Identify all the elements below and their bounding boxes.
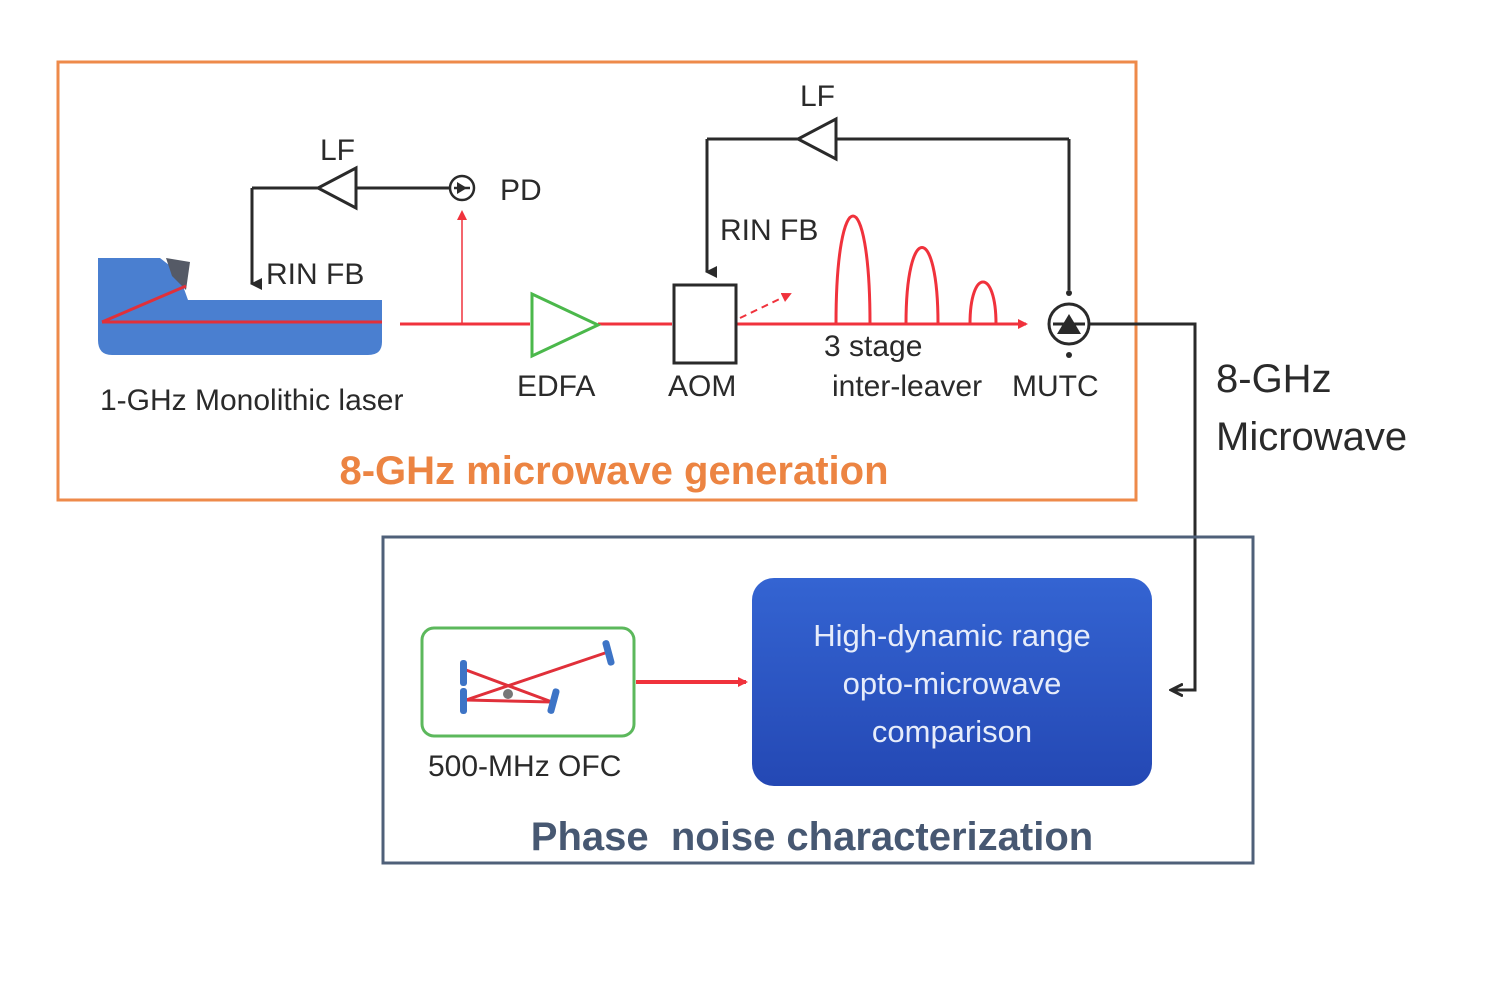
- lf-left-amplifier-icon: [314, 165, 358, 211]
- lf-left-label: LF: [320, 134, 355, 167]
- monolithic-laser-icon: [98, 258, 382, 355]
- lf-right-amplifier-icon: [794, 116, 838, 162]
- interleaver-label-line1: 3 stage: [824, 330, 922, 363]
- edfa-label: EDFA: [517, 370, 595, 403]
- ofc-frame: [420, 626, 636, 738]
- rin-fb-left-label: RIN FB: [266, 258, 364, 291]
- interleaver-pulses-icon: [834, 214, 998, 325]
- mutc-label: MUTC: [1012, 370, 1099, 403]
- microwave-output-label-line1: 8-GHz: [1216, 357, 1332, 401]
- laser-label: 1-GHz Monolithic laser: [100, 384, 403, 417]
- photodiode-icon: [448, 174, 476, 202]
- microwave-output-label-line2: Microwave: [1216, 415, 1407, 459]
- comparison-box: [752, 578, 1152, 786]
- characterization-frame: [381, 535, 1255, 865]
- rin-fb-right-label: RIN FB: [720, 214, 818, 247]
- aom-icon: [672, 283, 738, 365]
- aom-diffracted-beam: [739, 292, 792, 319]
- ofc-cavity-icon: [460, 640, 615, 714]
- ofc-label: 500-MHz OFC: [428, 750, 621, 783]
- comparison-label-line2: opto-microwave: [843, 666, 1062, 701]
- pd-label: PD: [500, 174, 542, 207]
- lf-right-label: LF: [800, 80, 835, 113]
- edfa-amplifier-icon: [530, 291, 602, 359]
- characterization-title: Phase noise characterization: [531, 815, 1093, 859]
- generation-title: 8-GHz microwave generation: [339, 449, 888, 493]
- comparison-label-line1: High-dynamic range: [813, 618, 1090, 653]
- comparison-label-line3: comparison: [872, 714, 1032, 749]
- microwave-output-path: [1090, 322, 1197, 690]
- mutc-photodiode-icon: [1047, 290, 1091, 358]
- interleaver-label-line2: inter-leaver: [832, 370, 982, 403]
- generation-frame: [56, 60, 1138, 502]
- aom-label: AOM: [668, 370, 736, 403]
